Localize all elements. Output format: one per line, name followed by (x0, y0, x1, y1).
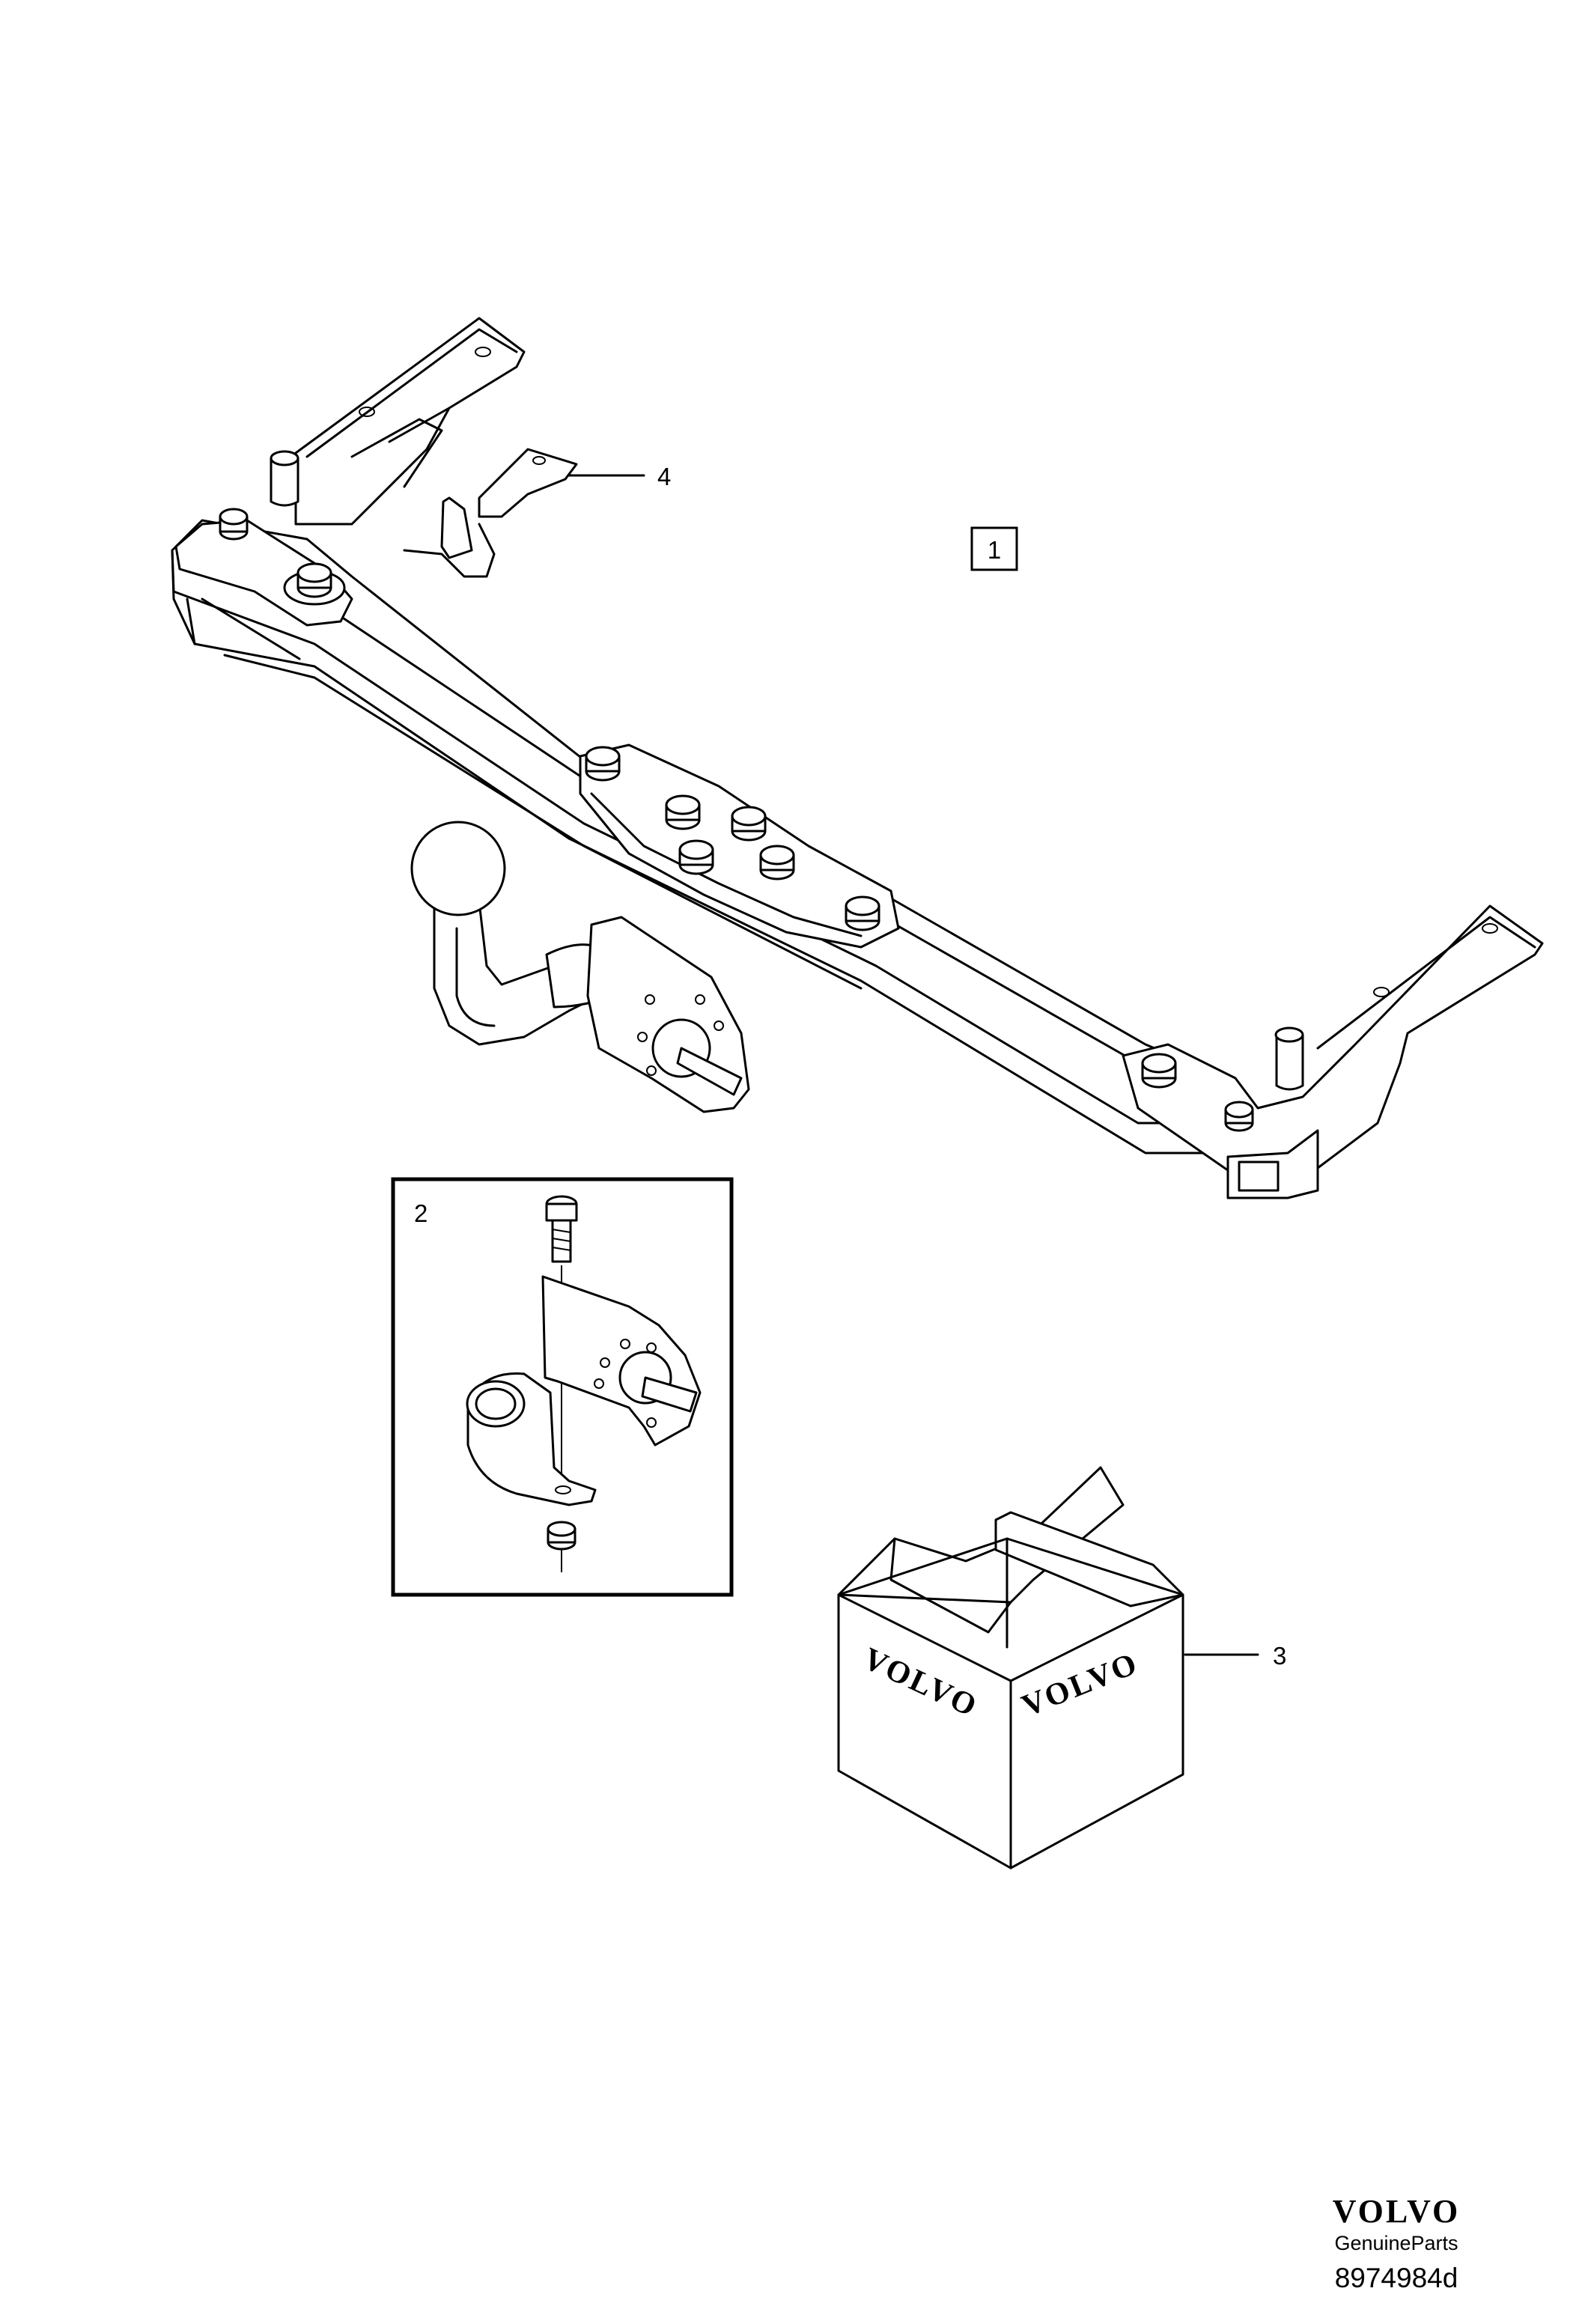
callout-label-1: 1 (988, 536, 1001, 564)
box-right-face (1009, 1593, 1184, 1870)
towbar-assembly (171, 317, 1544, 1199)
nut-icon (585, 746, 621, 782)
callout-label-2: 2 (414, 1199, 428, 1227)
callout-label-4: 4 (657, 463, 671, 490)
cable-holder-plate (541, 1275, 702, 1447)
socket-plate (586, 916, 750, 1113)
nut-icon (759, 845, 795, 880)
nut-icon (296, 562, 332, 598)
nut-icon (219, 508, 249, 541)
parts-box: VOLVO VOLVO (837, 1466, 1184, 1870)
callout-label-3: 3 (1273, 1642, 1286, 1670)
nut-icon (845, 895, 880, 931)
callout-box-1 (970, 526, 1018, 571)
tow-ball (410, 821, 604, 1046)
left-mounting-arm (270, 317, 526, 526)
footer: VOLVO GenuineParts 8974984d (1333, 2193, 1461, 2293)
nut-icon (1224, 1101, 1254, 1132)
nut-icon (665, 794, 701, 830)
pipe-clamp (466, 1372, 597, 1506)
diagram-code: 8974984d (1335, 2263, 1458, 2293)
nut-icon (731, 806, 767, 842)
small-bracket (403, 448, 578, 578)
volvo-logo: VOLVO (1333, 2193, 1461, 2230)
nut-icon (1141, 1053, 1177, 1089)
center-plate (579, 743, 900, 949)
detail-box-cable-holder: 2 (391, 1177, 734, 1597)
nut-icon (547, 1521, 577, 1572)
nut-icon (678, 839, 714, 875)
genuine-parts-label: GenuineParts (1334, 2232, 1458, 2254)
bolt-icon (545, 1195, 578, 1497)
mounting-nuts (219, 508, 1254, 1132)
box-left-face (837, 1593, 1012, 1870)
